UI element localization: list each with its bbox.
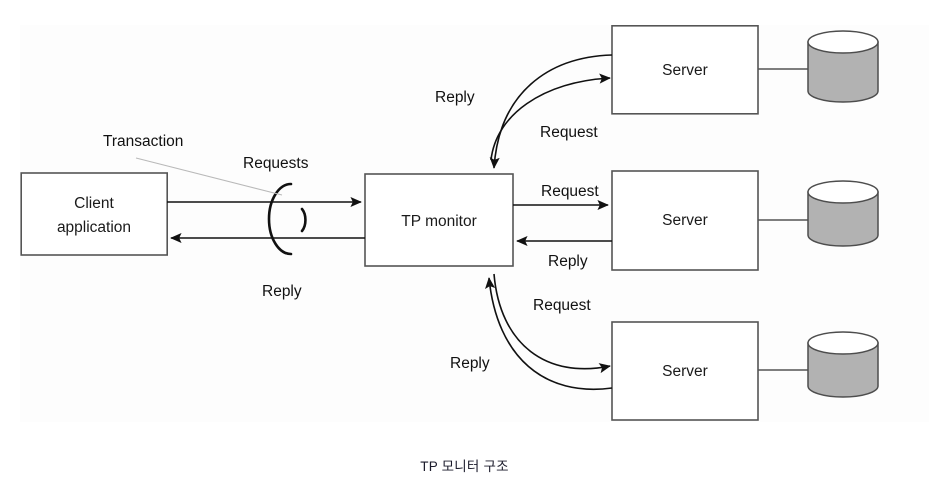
database-middle-body-icon [807, 191, 879, 247]
database-middle [758, 180, 879, 247]
client-application-box [20, 172, 169, 256]
transaction-leader-line [135, 157, 283, 196]
server-top-node: Server [611, 25, 759, 115]
database-top-body-icon [807, 41, 879, 103]
server-bottom-label: Server [662, 363, 708, 380]
server-top-box [611, 25, 759, 115]
database-bottom-icon [807, 331, 879, 355]
client-requests-label: Requests [243, 155, 309, 172]
flow-server-top-to-tpmonitor-reply [489, 54, 613, 169]
database-bottom-body-icon [807, 342, 879, 398]
flow-tpmonitor-to-server-bottom-request [493, 273, 611, 374]
flow-server-bottom-to-tpmonitor-reply [485, 277, 613, 390]
tp-monitor-label: TP monitor [401, 213, 477, 230]
server-middle-box [611, 170, 759, 271]
server-top-label: Server [662, 62, 708, 79]
database-top [758, 30, 879, 103]
transaction-label: Transaction [103, 133, 183, 150]
server-bottom-node: Server [611, 321, 759, 421]
middle-request-label: Request [541, 183, 599, 200]
database-top-icon [807, 30, 879, 54]
diagram-canvas: Client application TP monitor Server Ser… [20, 25, 929, 422]
client-application-label-line2: application [57, 219, 131, 236]
bottom-reply-label: Reply [450, 355, 490, 372]
database-bottom [758, 331, 879, 398]
transaction-boundary-icon [267, 182, 307, 256]
server-bottom-box [611, 321, 759, 421]
server-middle-label: Server [662, 212, 708, 229]
client-application-node: Client application [20, 172, 169, 256]
figure-caption: TP 모니터 구조 [420, 459, 509, 474]
tp-monitor-node: TP monitor [364, 173, 514, 267]
bottom-request-label: Request [533, 297, 591, 314]
client-reply-label: Reply [262, 283, 302, 300]
top-request-label: Request [540, 124, 598, 141]
database-middle-icon [807, 180, 879, 204]
tp-monitor-architecture-diagram: Client application TP monitor Server Ser… [20, 25, 879, 421]
client-application-label-line1: Client [74, 195, 114, 212]
tp-monitor-box [364, 173, 514, 267]
server-middle-node: Server [611, 170, 759, 271]
middle-reply-label: Reply [548, 253, 588, 270]
top-reply-label: Reply [435, 89, 475, 106]
flow-tpmonitor-to-server-top-request [490, 73, 611, 161]
